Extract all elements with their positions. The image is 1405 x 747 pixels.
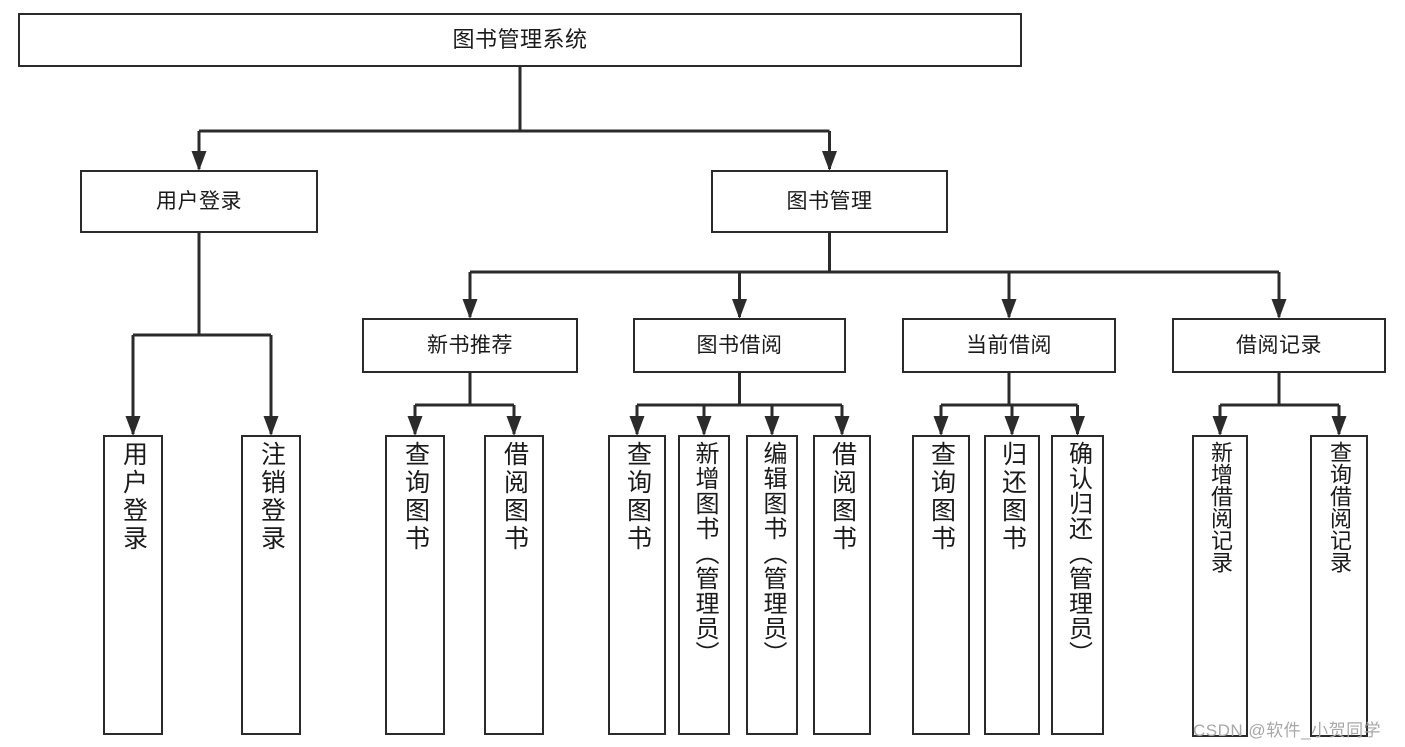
node-book-manage[interactable]: 图书管理 — [711, 170, 948, 233]
node-label: 图书管理系统 — [452, 26, 588, 52]
node-leaf-borrow-2[interactable]: 借阅图书 — [813, 435, 871, 735]
node-root[interactable]: 图书管理系统 — [18, 13, 1022, 67]
node-label: 借阅图书 — [828, 441, 857, 553]
node-label: 查询图书 — [401, 441, 430, 553]
node-leaf-borrow-1[interactable]: 借阅图书 — [484, 435, 544, 735]
node-label: 注销登录 — [257, 441, 286, 553]
node-leaf-add-rec[interactable]: 新增借阅记录 — [1192, 435, 1248, 737]
node-leaf-query-rec[interactable]: 查询借阅记录 — [1310, 435, 1368, 737]
node-leaf-confirm[interactable]: 确认归还（管理员） — [1051, 435, 1104, 735]
node-label: 用户登录 — [119, 441, 148, 553]
node-label: 新书推荐 — [427, 333, 513, 357]
node-borrow-record[interactable]: 借阅记录 — [1172, 318, 1386, 373]
node-label: 借阅图书 — [500, 441, 529, 553]
node-label: 查询借阅记录 — [1327, 441, 1352, 573]
node-label: 当前借阅 — [966, 333, 1052, 357]
node-label: 借阅记录 — [1236, 333, 1322, 357]
node-label: 确认归还（管理员） — [1064, 441, 1092, 666]
node-new-book-rec[interactable]: 新书推荐 — [362, 318, 578, 373]
node-book-borrow[interactable]: 图书借阅 — [633, 318, 846, 373]
node-leaf-edit-book[interactable]: 编辑图书（管理员） — [746, 435, 798, 735]
node-label: 编辑图书（管理员） — [759, 441, 786, 666]
watermark: CSDN @软件_小贺同学 — [1193, 721, 1382, 740]
node-label: 查询图书 — [623, 441, 652, 553]
node-label: 用户登录 — [156, 189, 242, 213]
node-leaf-add-book[interactable]: 新增图书（管理员） — [678, 435, 730, 735]
node-label: 查询图书 — [927, 441, 956, 553]
node-label: 归还图书 — [998, 441, 1027, 553]
node-leaf-query-3[interactable]: 查询图书 — [912, 435, 970, 735]
node-leaf-logout[interactable]: 注销登录 — [241, 435, 301, 735]
node-label: 图书管理 — [786, 189, 873, 213]
node-leaf-user-login[interactable]: 用户登录 — [103, 435, 163, 735]
node-user-login[interactable]: 用户登录 — [80, 170, 318, 233]
node-label: 新增借阅记录 — [1208, 441, 1233, 573]
node-leaf-query-1[interactable]: 查询图书 — [385, 435, 445, 735]
node-label: 图书借阅 — [696, 333, 783, 357]
node-current-borrow[interactable]: 当前借阅 — [902, 318, 1116, 373]
node-leaf-query-2[interactable]: 查询图书 — [608, 435, 666, 735]
node-label: 新增图书（管理员） — [691, 441, 718, 666]
node-leaf-return[interactable]: 归还图书 — [984, 435, 1040, 735]
